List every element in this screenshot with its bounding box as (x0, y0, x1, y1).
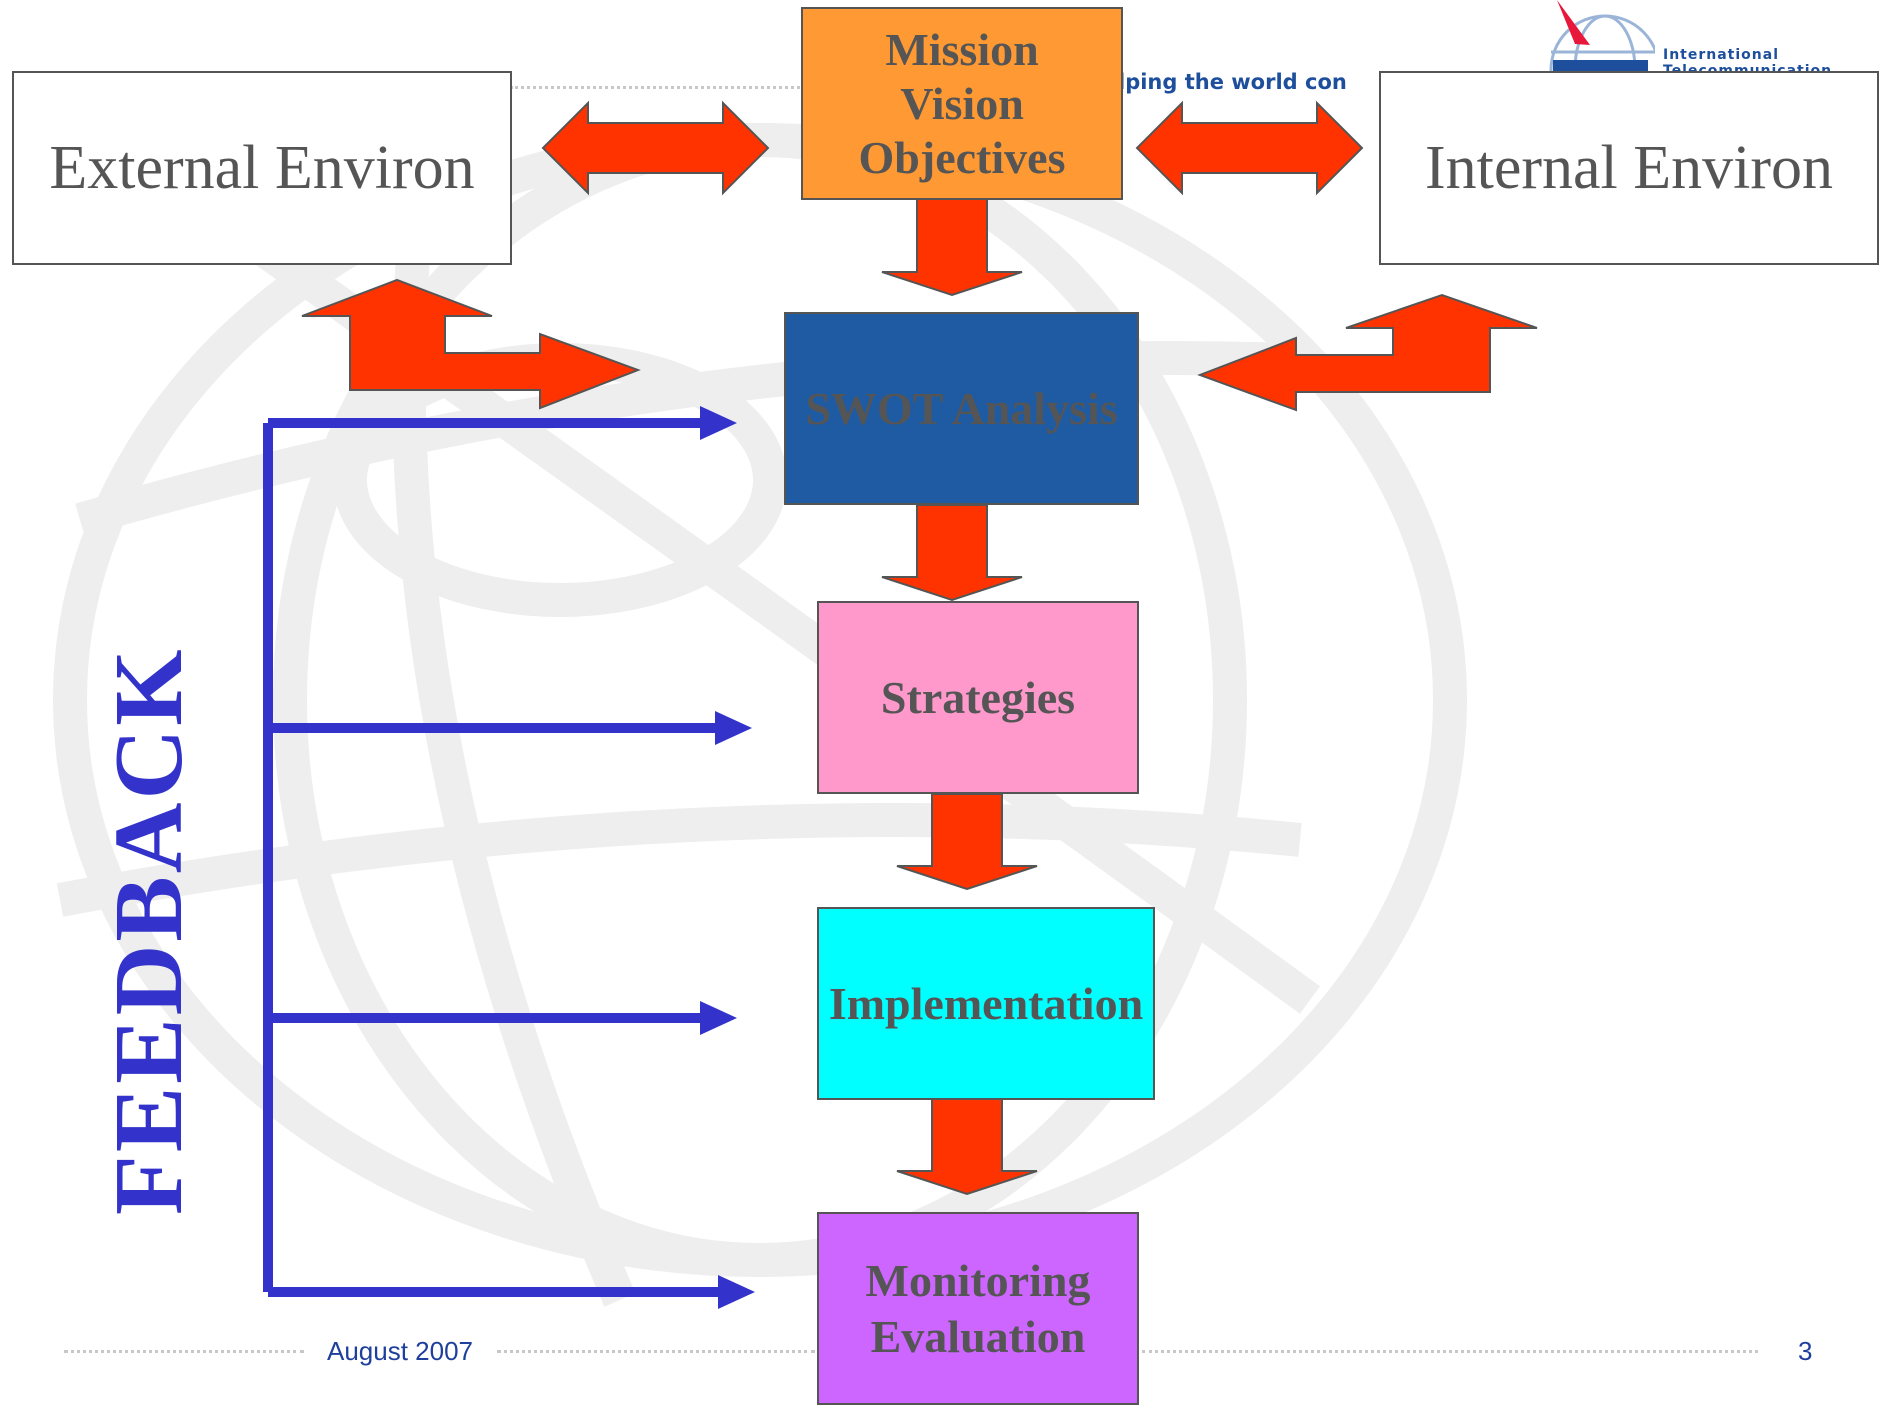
bent-arrow-internal (1197, 293, 1538, 412)
implementation-label: Implementation (828, 978, 1144, 1029)
down-arrow-implementation-monitoring (896, 1098, 1038, 1196)
swot-analysis-box: SWOT Analysis (784, 312, 1139, 505)
footer-page-number: 3 (1798, 1336, 1813, 1366)
double-arrow-right (1135, 100, 1364, 196)
mission-line: Mission (885, 23, 1039, 75)
monitoring-line: Monitoring (865, 1254, 1091, 1306)
footer-dotted-line-left (64, 1350, 304, 1353)
feedback-label: FEEDBACK (95, 646, 203, 1215)
feedback-arrowhead-implementation (700, 1001, 737, 1035)
down-arrow-mission-swot (881, 198, 1023, 297)
down-arrow-strategies-implementation (896, 793, 1038, 891)
vision-line: Vision (900, 77, 1024, 129)
implementation-box: Implementation (817, 907, 1155, 1100)
monitoring-evaluation-box: Monitoring Evaluation (817, 1212, 1139, 1405)
feedback-arrowhead-monitoring (718, 1275, 755, 1309)
mission-vision-objectives-box: Mission Vision Objectives (801, 7, 1123, 200)
down-arrow-swot-strategies (881, 504, 1023, 602)
swot-analysis-label: SWOT Analysis (805, 383, 1118, 434)
bent-arrow-external (301, 278, 641, 410)
feedback-arrowhead-swot (700, 406, 737, 440)
double-arrow-left (541, 100, 770, 196)
footer-dotted-line-right (1142, 1350, 1758, 1353)
internal-environ-label: Internal Environ (1424, 133, 1834, 202)
footer-date: August 2007 (327, 1336, 474, 1366)
strategies-box: Strategies (817, 601, 1139, 794)
itu-logo-text: International (1663, 47, 1780, 63)
itu-logo: International Telecommunication (1545, 0, 1881, 78)
evaluation-line: Evaluation (870, 1310, 1086, 1362)
strategies-label: Strategies (880, 672, 1076, 723)
internal-environ-box: Internal Environ (1379, 71, 1879, 265)
objectives-line: Objectives (858, 131, 1066, 183)
header-dotted-line (510, 86, 800, 89)
footer-dotted-line-middle (497, 1350, 815, 1353)
header-tagline: lping the world con (1118, 70, 1347, 94)
feedback-arrowhead-strategies (715, 711, 752, 745)
external-environ-label: External Environ (49, 133, 475, 202)
external-environ-box: External Environ (12, 71, 512, 265)
